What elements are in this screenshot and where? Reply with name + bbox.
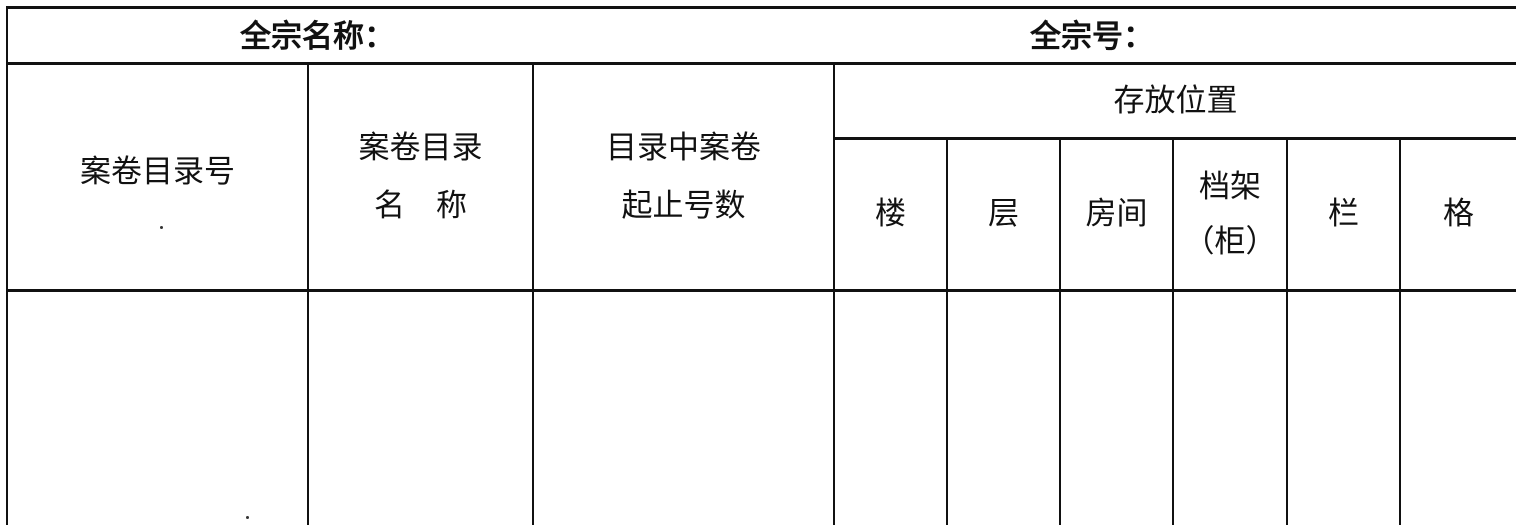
header-shelf: 档架 （柜） [1174, 140, 1286, 289]
column-divider [946, 137, 948, 525]
header-shelf-line1: 档架 [1199, 169, 1261, 206]
storage-subheader-divider [835, 137, 1516, 140]
header-compartment: 格 [1401, 140, 1516, 289]
fonds-number-label: 全宗号： [1030, 18, 1154, 55]
header-shelf-line2: （柜） [1183, 223, 1277, 260]
column-divider [833, 62, 835, 525]
header-building: 楼 [835, 140, 946, 289]
header-catalog-number: 案卷目录号 [8, 65, 307, 289]
column-divider [1399, 137, 1401, 525]
column-divider [1172, 137, 1174, 525]
fonds-name-label: 全宗名称： [240, 18, 395, 55]
header-catalog-name: 案卷目录 名 称 [309, 65, 532, 289]
table-top-border [6, 6, 1516, 9]
header-room: 房间 [1061, 140, 1172, 289]
scan-speck [160, 226, 163, 229]
header-bottom-border [6, 289, 1516, 292]
header-range-line2: 起止号数 [621, 188, 746, 224]
header-column-text: 栏 [1328, 196, 1359, 233]
header-range: 目录中案卷 起止号数 [534, 65, 833, 289]
header-storage-location: 存放位置 [835, 65, 1516, 137]
header-catalog-number-text: 案卷目录号 [80, 153, 235, 190]
header-catalog-name-line1: 案卷目录 [358, 129, 483, 166]
header-floor: 层 [948, 140, 1059, 289]
header-building-text: 楼 [875, 196, 906, 233]
header-storage-location-text: 存放位置 [1113, 82, 1238, 119]
header-room-text: 房间 [1085, 196, 1148, 233]
column-divider [532, 62, 534, 525]
column-divider [1286, 137, 1288, 525]
column-divider [307, 62, 309, 525]
header-catalog-name-line2: 名 称 [374, 188, 467, 224]
column-divider [1059, 137, 1061, 525]
header-range-line1: 目录中案卷 [606, 129, 761, 166]
header-floor-text: 层 [988, 196, 1019, 233]
scan-speck [246, 516, 249, 519]
title-row-divider [6, 62, 1516, 65]
empty-data-row [8, 292, 1516, 525]
header-compartment-text: 格 [1443, 196, 1474, 233]
header-column: 栏 [1288, 140, 1399, 289]
table-left-border [6, 6, 8, 525]
